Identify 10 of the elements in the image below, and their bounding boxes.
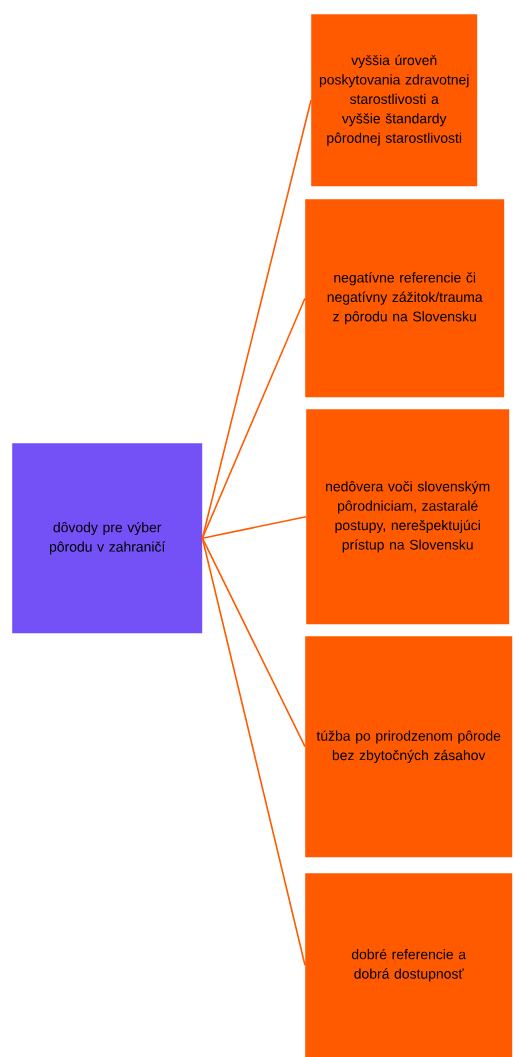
connector-line <box>201 99 312 539</box>
reason-box: negatívne referencie či negatívny zážitok/trauma z pôrodu na Slovensku <box>305 199 505 398</box>
reason-box: vyššia úroveň poskytovania zdravotnej starostlivosti a vyššie štandardy pôrodnej starostlivosti <box>311 14 478 187</box>
connector-line <box>201 537 306 966</box>
reason-box: nedôvera voči slovenským pôrodniciam, zastaralé postupy, nerešpektujúci prístup na Slovensku <box>306 409 510 625</box>
root-box: dôvody pre výber pôrodu v zahraničí <box>12 443 203 634</box>
reason-box: dobré referencie a dobrá dostupnosť <box>305 873 513 1057</box>
connector-line <box>201 515 307 539</box>
reason-box: túžba po prirodzenom pôrode bez zbytočných zásahov <box>305 636 513 858</box>
connector-line <box>201 297 306 539</box>
